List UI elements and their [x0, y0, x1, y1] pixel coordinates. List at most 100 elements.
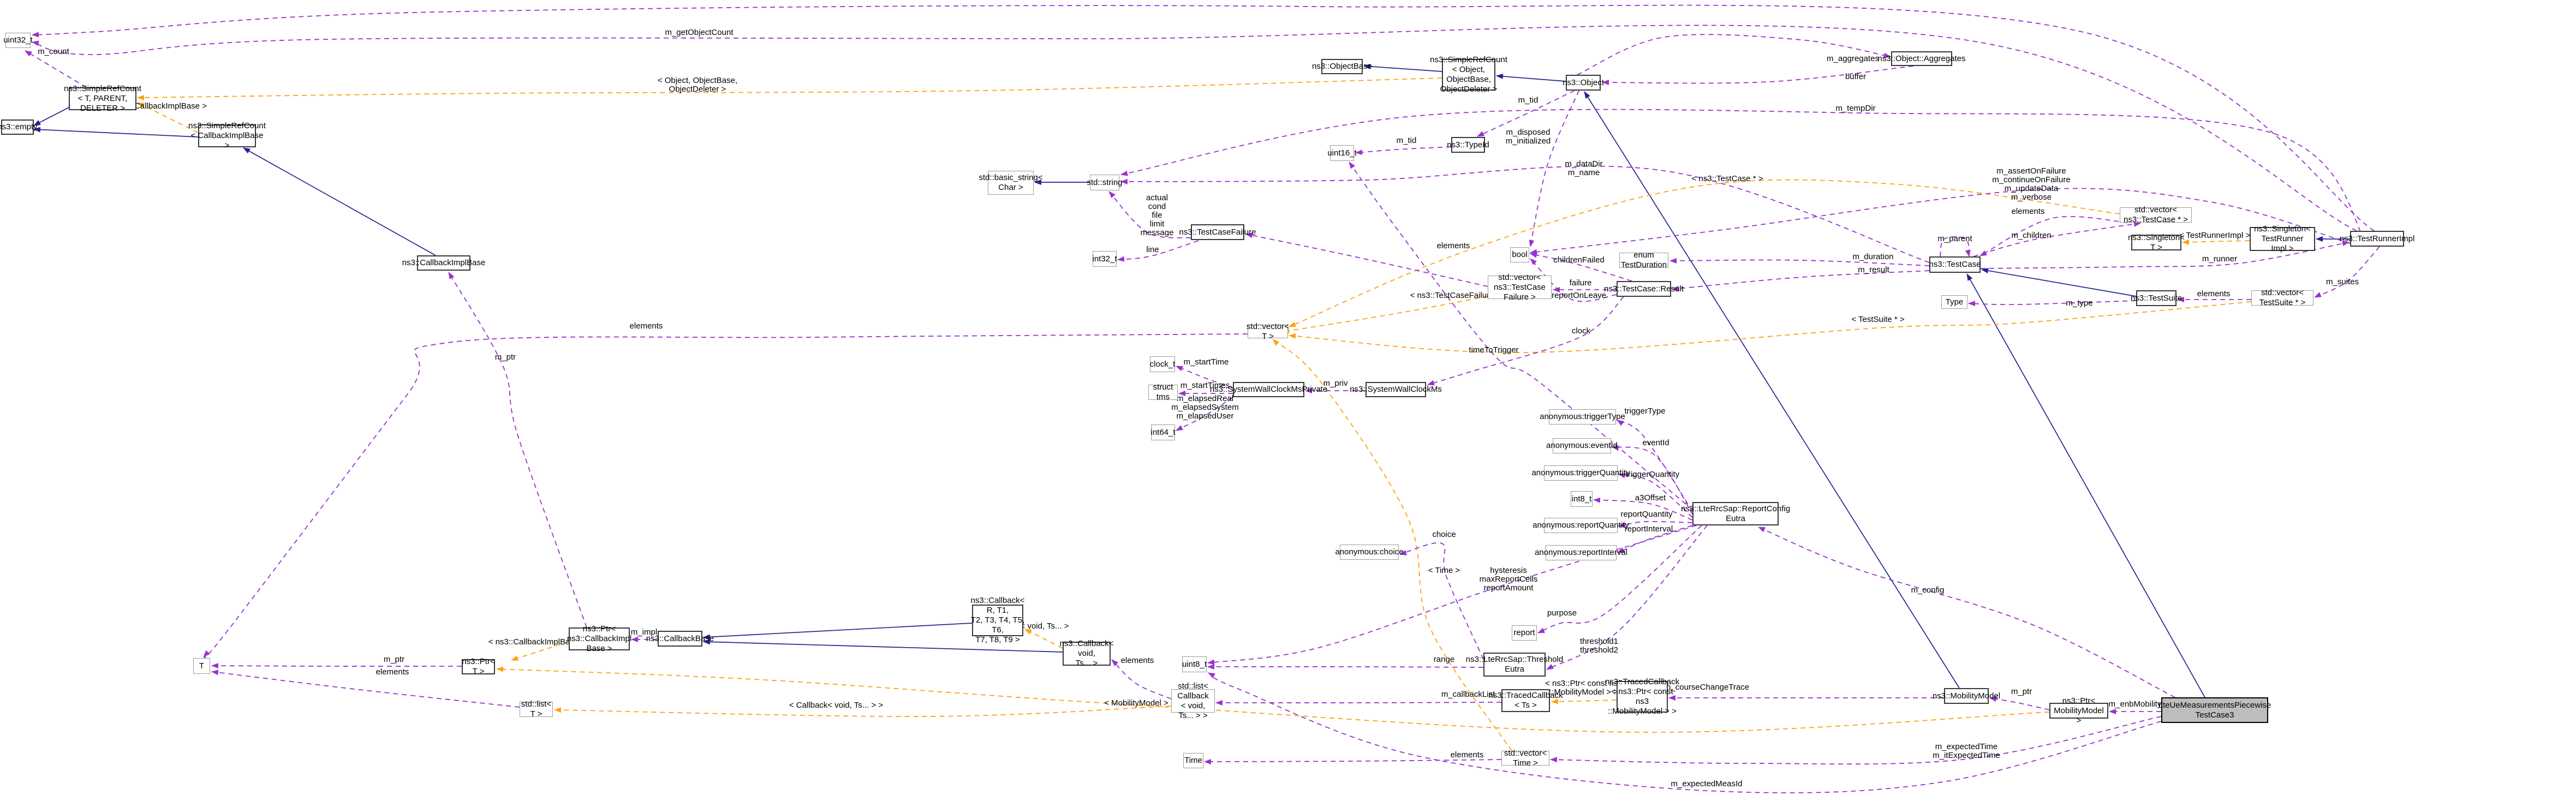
edge-timetotrigger: [1349, 162, 1693, 510]
node-ns3-callback-void-ts[interactable]: ns3::Callback< void, Ts... >: [1059, 639, 1114, 668]
node-uint8-t[interactable]: uint8_t: [1182, 656, 1207, 672]
node-std-list-callback-void-ts[interactable]: std::list< Callback < void, Ts... > >: [1171, 682, 1215, 720]
node-ns3-callback-r-t1-t2-t3-t4-t5-t6-t7-t8-t9[interactable]: ns3::Callback< R, T1, T2, T3, T4, T5, T6…: [970, 596, 1025, 644]
edge-label-m-children: m_children: [2011, 231, 2051, 240]
node-int64-t[interactable]: int64_t: [1150, 425, 1176, 440]
node-anonymous-reportquantity[interactable]: anonymous:reportQuantity: [1533, 518, 1629, 533]
node-ns3-callbackbase[interactable]: ns3::CallbackBase: [646, 631, 714, 647]
node-ns3-simplerefcount-object-objectbase-objectdelet[interactable]: ns3::SimpleRefCount < Object, ObjectBase…: [1430, 55, 1507, 94]
edge-label-triggerquantity: triggerQuantity: [1626, 470, 1680, 479]
node-anonymous-eventid[interactable]: anonymous:eventId: [1546, 438, 1618, 453]
edge-label-m-priv: m_priv: [1323, 379, 1348, 388]
node-clock-t[interactable]: clock_t: [1150, 356, 1175, 372]
edge-label-reportinterval: reportInterval: [1625, 524, 1673, 534]
node-ns3-testcase-result[interactable]: ns3::TestCase::Result: [1604, 281, 1684, 297]
edge-label-m-parent: m_parent: [1937, 234, 1972, 243]
node-ns3-ptr-mobilitymodel[interactable]: ns3::Ptr< MobilityModel >: [2049, 696, 2108, 725]
node-uint16-t[interactable]: uint16_t: [1327, 145, 1357, 161]
node-ns3-tracedcallback-ts[interactable]: ns3::TracedCallback < Ts >: [1488, 689, 1563, 712]
node-ns3-systemwallclockmsprivate[interactable]: ns3::SystemWallClockMsPrivate: [1210, 382, 1327, 397]
node-ns3-ptr-t[interactable]: ns3::Ptr< T >: [462, 657, 495, 676]
edge-label-testrunnerimpl: < TestRunnerImpl >: [2179, 231, 2251, 240]
node-ns3-simplerefcount-t-parent-deleter[interactable]: ns3::SimpleRefCount < T, PARENT, DELETER…: [64, 84, 141, 113]
node-std-vector-time[interactable]: std::vector< Time >: [1501, 749, 1549, 768]
edge-m-config: [1758, 527, 2175, 698]
edge-label-m-expectedmeasid: m_expectedMeasId: [1671, 779, 1743, 788]
edge-line: [1117, 240, 1199, 262]
edge-ns3-testcase: [1289, 179, 2120, 327]
node-ns3-mobilitymodel[interactable]: ns3::MobilityModel: [1933, 688, 2000, 704]
edge-choice: [1399, 542, 1484, 660]
edge-label-elements: elements: [376, 667, 409, 677]
node-anonymous-choice[interactable]: anonymous:choice: [1335, 545, 1404, 560]
node-ns3-testrunnerimpl[interactable]: ns3::TestRunnerImpl: [2340, 231, 2414, 247]
node-type[interactable]: Type: [1941, 295, 1967, 309]
edge-m-ptr: [448, 272, 587, 628]
edge-m-starttime: [1176, 366, 1233, 388]
node-t[interactable]: T: [193, 658, 210, 674]
node-ns3-systemwallclockms[interactable]: ns3::SystemWallClockMs: [1350, 382, 1442, 397]
edge-i-8: [1966, 273, 2205, 698]
node-ns3-ptr-ns3-callbackimpl-base[interactable]: ns3::Ptr< ns3::CallbackImpl Base >: [567, 624, 632, 653]
node-ns3-object-aggregates[interactable]: ns3::Object::Aggregates: [1878, 51, 1965, 66]
node-std-vector-testsuite[interactable]: std::vector< TestSuite * >: [2251, 288, 2313, 307]
edge-callbackimplbase: [137, 102, 199, 133]
node-ns3-testsuite[interactable]: ns3::TestSuite: [2131, 290, 2182, 306]
edge-elements: [1245, 232, 1488, 287]
node-ns3-lterrcsap-reportconfig-eutra[interactable]: ns3::LteRrcSap::ReportConfig Eutra: [1681, 502, 1790, 525]
node-ns3-objectbase[interactable]: ns3::ObjectBase: [1312, 59, 1372, 74]
edge-triggerquantity: [1618, 473, 1693, 518]
node-ns3-callbackimplbase[interactable]: ns3::CallbackImplBase: [402, 255, 485, 271]
node-ns3-empty[interactable]: ns3::empty: [0, 119, 38, 135]
edge-m-children: [1973, 221, 2141, 257]
node-ns3-singleton-t[interactable]: ns3::Singleton< T >: [2128, 232, 2185, 252]
node-ns3-testcase[interactable]: ns3::TestCase: [1929, 256, 1981, 273]
node-std-vector-t[interactable]: std::vector< T >: [1247, 321, 1289, 341]
node-bool[interactable]: bool: [1510, 247, 1529, 262]
edge-label-mobilitymodel: < MobilityModel >: [1104, 698, 1168, 708]
edge-label-object-objectbase: < Object, ObjectBase,ObjectDeleter >: [658, 76, 737, 94]
edge-label-callbackimplbase: < CallbackImplBase >: [127, 101, 207, 111]
edge-m-runner: [1980, 241, 2350, 269]
node-time[interactable]: Time: [1183, 753, 1203, 768]
edge-m-count: [25, 50, 87, 88]
node-lteuemeasurementspiecewise-testcase3[interactable]: LteUeMeasurementsPiecewise TestCase3: [2158, 697, 2271, 723]
edge-ns3-ptr-const-ns3: [1551, 698, 1617, 704]
edge-elements: [1979, 216, 2128, 256]
edge-i-2: [243, 147, 436, 256]
node-ns3-testcasefailure[interactable]: ns3::TestCaseFailure: [1179, 224, 1256, 240]
node-std-vector-ns3-testcase-failure[interactable]: std::vector< ns3::TestCase Failure >: [1488, 273, 1552, 302]
edge-threshold1: [1546, 525, 1708, 670]
node-std-list-t[interactable]: std::list< T >: [520, 700, 553, 719]
node-report[interactable]: report: [1512, 625, 1537, 641]
node-anonymous-triggerquantity[interactable]: anonymous:triggerQuantity: [1531, 465, 1630, 481]
node-int8-t[interactable]: int8_t: [1571, 491, 1593, 507]
node-ns3-object[interactable]: ns3::Object: [1563, 75, 1604, 91]
edge-m-type: [1968, 300, 2137, 307]
edge-elements: [1204, 758, 1502, 764]
node-anonymous-reportinterval[interactable]: anonymous:reportInterval: [1535, 545, 1627, 560]
node-ns3-tracedcallback-ns3-ptr-const-ns3-mobilitymod[interactable]: ns3::TracedCallback < ns3::Ptr< const ns…: [1605, 677, 1680, 716]
node-int32-t[interactable]: int32_t: [1092, 251, 1117, 267]
edge-label-elements: elements: [2012, 207, 2045, 216]
edge-label-childrenfailed: childrenFailed: [1553, 255, 1604, 265]
node-ns3-typeid[interactable]: ns3::TypeId: [1447, 137, 1489, 153]
edge-elements: [1111, 659, 1172, 700]
node-ns3-singleton-testrunner-impl[interactable]: ns3::Singleton< TestRunner Impl >: [2250, 224, 2315, 253]
edge-object-objectbase: [137, 77, 1442, 100]
node-std-string[interactable]: std::string: [1087, 175, 1123, 190]
edge-label-a3offset: a3Offset: [1635, 493, 1666, 503]
node-std-basic-string-char[interactable]: std::basic_string< Char >: [979, 171, 1043, 195]
node-uint32-t[interactable]: uint32_t: [3, 33, 33, 48]
edge-label-ns3-callbackimplbase: < ns3::CallbackImplBase >: [488, 637, 586, 647]
node-struct-tms[interactable]: struct tms: [1148, 382, 1178, 402]
edge-label-m-type: m_type: [2066, 298, 2092, 308]
node-ns3-lterrcsap-threshold-eutra[interactable]: ns3::LteRrcSap::Threshold Eutra: [1466, 653, 1563, 677]
node-std-vector-ns3-testcase[interactable]: std::vector< ns3::TestCase * >: [2120, 205, 2192, 224]
node-ns3-simplerefcount-callbackimplbase[interactable]: ns3::SimpleRefCount < CallbackImplBase >: [188, 121, 266, 150]
node-anonymous-triggertype[interactable]: anonymous:triggerType: [1540, 409, 1625, 425]
node-enum-testduration[interactable]: enum TestDuration: [1619, 250, 1668, 270]
